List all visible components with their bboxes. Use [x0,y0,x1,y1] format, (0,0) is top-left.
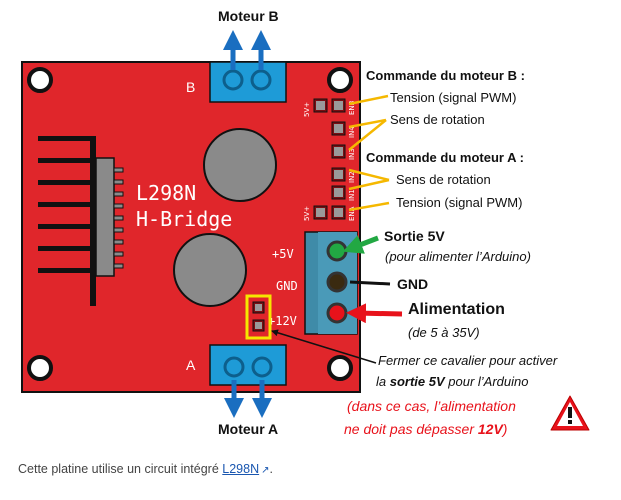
annotation-cmd-a-tension: Tension (signal PWM) [396,195,523,210]
terminal-gnd [326,271,348,293]
terminal-alim [326,302,348,324]
capacitor-top [203,128,277,202]
annotation-alimentation-sub: (de 5 à 35V) [408,325,480,340]
label-moteur-b: Moteur B [218,8,279,24]
screw-label-a: A [186,357,196,373]
board-name-2: H-Bridge [136,207,232,231]
annotation-cmd-b-sens: Sens de rotation [390,112,485,127]
annotation-gnd: GND [397,276,429,292]
l298n-diagram: L298N H-Bridge B A [21,8,590,437]
label-5v-bottom: 5V+ [303,206,311,221]
arrow-jumper [271,329,377,364]
heatsink [38,136,96,306]
control-pin-header [313,98,346,220]
label-gnd-board: GND [276,279,298,293]
annotation-cmd-a-title: Commande du moteur A : [366,150,524,165]
annotation-jumper-line2: la sortie 5V pour l’Arduino [376,374,529,389]
chip-pins [113,167,124,269]
label-plus5v: +5V [272,247,294,261]
pin-labels: ENB IN4 IN3 IN2 IN1 ENA [348,100,356,221]
terminal-moteur-a [209,344,287,386]
annotation-cmd-b-tension: Tension (signal PWM) [390,90,517,105]
pin-label-in2: IN2 [348,171,356,183]
annotation-cmd-b-title: Commande du moteur B : [366,68,525,83]
label-5v-top: 5V+ [303,102,311,117]
warning-icon [550,395,590,431]
label-moteur-a: Moteur A [218,421,279,437]
caption: Cette platine utilise un circuit intégré… [18,462,273,476]
external-link-icon: ↗ [261,465,270,476]
annotation-sortie-5v: Sortie 5V [384,228,445,244]
jumper-5v [245,294,272,340]
caption-end: . [269,462,273,476]
pin-label-in1: IN1 [348,189,356,201]
annotation-alimentation: Alimentation [408,301,505,318]
arrow-alim [346,303,403,324]
annotation-jumper-line1: Fermer ce cavalier pour activer [378,353,558,368]
pin-label-ena: ENA [348,206,356,221]
arrow-gnd [349,280,391,286]
pin-label-in4: IN4 [348,126,356,138]
annotation-warning-line2: ne doit pas dépasser 12V) [344,421,508,437]
moteur-b-arrows [223,30,271,70]
annotation-cmd-a-sens: Sens de rotation [396,172,491,187]
leader-lines-yellow [348,94,390,212]
moteur-a-arrows [224,380,272,418]
caption-text: Cette platine utilise un circuit intégré [18,462,223,476]
terminal-5v [326,240,348,262]
board-name-1: L298N [136,181,196,205]
screw-label-b: B [186,79,195,95]
annotation-warning-line1: (dans ce cas, l’alimentation [347,398,516,414]
terminal-moteur-b [209,61,287,103]
l298n-link[interactable]: L298N [222,462,260,476]
capacitor-bottom [173,233,247,307]
l298n-chip [95,157,115,277]
pin-label-enb: ENB [348,100,356,115]
pin-label-in3: IN3 [348,148,356,160]
arrow-sortie-5v [342,235,379,254]
label-plus12v: +12V [268,314,297,328]
annotation-sortie-5v-sub: (pour alimenter l’Arduino) [385,249,531,264]
mounting-holes [27,67,353,381]
